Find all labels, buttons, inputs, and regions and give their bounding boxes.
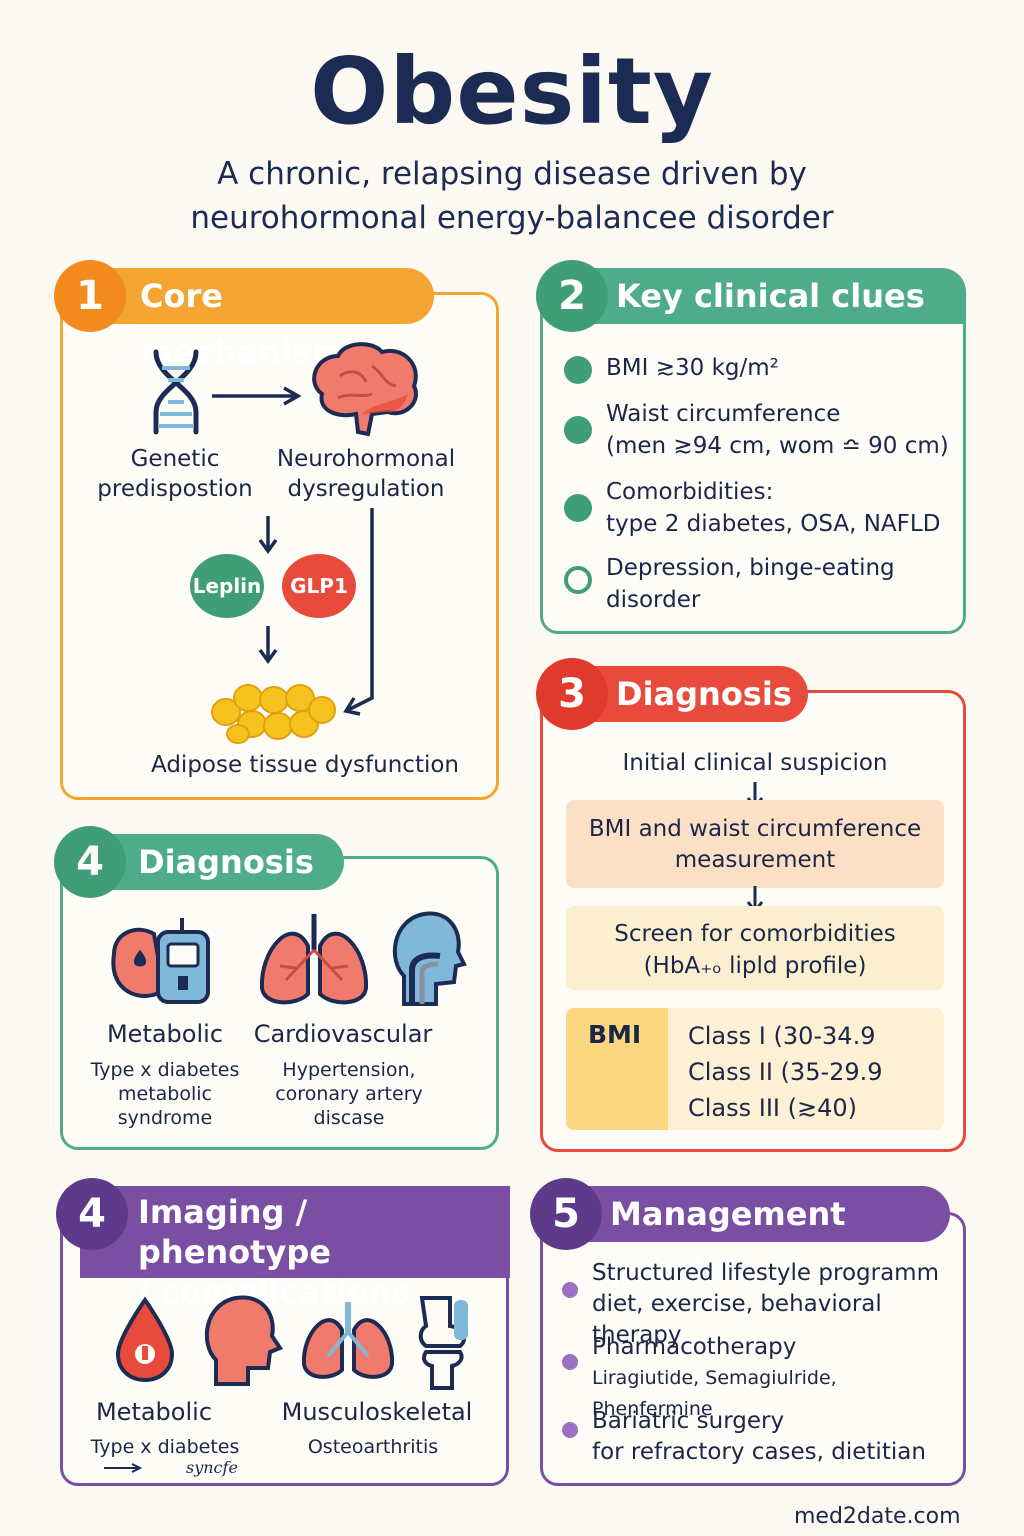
management-pharmacotherapy: Pharmacotherapy Liragiutide, Semagiulrid… — [592, 1334, 837, 1420]
metabolic-desc: Type x diabetes metabolic syndrome — [90, 1059, 240, 1129]
cardiovascular-label: Cardiovascular — [253, 1020, 433, 1048]
management-lifestyle: Structured lifestyle programm diet, exer… — [592, 1260, 939, 1348]
management-bariatric: Bariatric surgery for refractory cases, … — [592, 1408, 926, 1465]
brain-icon — [312, 342, 418, 437]
leptin-badge: Leplin — [190, 554, 264, 618]
initial-suspicion-step: Initial clinical suspicion — [622, 750, 888, 776]
bullet-icon — [562, 1282, 578, 1298]
clue-comorbidities: Comorbidities: type 2 diabetes, OSA, NAF… — [606, 479, 941, 537]
scribble-arrow-icon — [104, 1463, 143, 1473]
scribble-text: syncfe — [186, 1458, 238, 1477]
head-profile-icon — [204, 1295, 284, 1386]
core-mechanism-header: Core mechanism — [90, 268, 434, 371]
bullet-icon — [562, 1354, 578, 1370]
arrow-long-icon — [343, 508, 374, 716]
management-card — [540, 1212, 966, 1486]
knee-joint-icon — [418, 1296, 468, 1390]
clinical-clues-header: Key clinical clues — [570, 268, 966, 324]
glp1-badge: GLP1 — [282, 554, 356, 618]
musculoskeletal-label: Musculoskeletal — [281, 1398, 473, 1426]
clue-bmi: BMI ≳30 kg/m² — [606, 355, 779, 381]
metabolic-label: Metabolic — [95, 1398, 213, 1426]
arrow-down-icon — [258, 626, 278, 664]
lungs-icon — [301, 1302, 395, 1379]
arrow-right-icon — [212, 386, 302, 406]
dna-icon — [153, 349, 199, 435]
clue-icon-scale — [564, 356, 592, 384]
bmi-label-cell: BMI — [566, 1008, 668, 1130]
section-number-badge: 4 — [56, 1178, 128, 1250]
musculoskeletal-desc: Osteoarthritis — [307, 1436, 439, 1458]
footer-link[interactable]: med2date.com — [794, 1504, 961, 1529]
diagnosis-flow-header: Diagnosis — [570, 666, 808, 722]
metabolic-label: Metabolic — [106, 1020, 224, 1048]
clue-depression: Depression, binge-eating disorder — [606, 555, 895, 613]
adipose-tissue-label: Adipose tissue dysfunction — [151, 752, 459, 778]
cardiovascular-desc: Hypertension, coronary artery discase — [275, 1059, 423, 1129]
lungs-icon — [259, 914, 369, 1005]
management-header: Management pearls — [576, 1186, 950, 1289]
section-number-badge: 5 — [530, 1178, 602, 1250]
comorbidity-screen-step: Screen for comorbidities (HbA₊ₒ lipld pr… — [566, 906, 944, 990]
clinical-clues-card — [540, 290, 966, 634]
page-title: Obesity — [310, 38, 714, 145]
clue-waist: Waist circumference (men ≳94 cm, wom ≏ 9… — [606, 401, 949, 459]
neurohormonal-dysregulation-label: Neurohormonal dysregulation — [276, 446, 456, 502]
section-number-badge: 1 — [54, 260, 126, 332]
head-airway-icon — [392, 911, 467, 1006]
blood-drop-icon — [115, 1296, 175, 1383]
complications-header: Imaging / phenotype / complications — [80, 1186, 510, 1311]
diagnosis-organ-header: Diagnosis — [90, 834, 344, 890]
adipose-cells-icon — [211, 684, 336, 744]
liver-glucometer-icon — [111, 918, 210, 1004]
section-number-badge: 3 — [536, 658, 608, 730]
metabolic-desc: Type x diabetes — [90, 1436, 240, 1458]
arrow-down-icon — [258, 516, 278, 554]
bullet-icon — [562, 1422, 578, 1438]
bmi-classes: Class I (30-34.9 Class II (35-29.9 Class… — [688, 1022, 883, 1122]
clue-icon-organ — [564, 494, 592, 522]
section-number-badge: 2 — [536, 260, 608, 332]
page-subtitle: A chronic, relapsing disease driven by n… — [190, 156, 834, 236]
section-number-badge: 4 — [54, 826, 126, 898]
clue-icon-mind — [564, 566, 592, 594]
genetic-predisposition-label: Genetic predispostion — [97, 446, 253, 502]
clue-icon-tape — [564, 416, 592, 444]
measurement-step: BMI and waist circumference measurement — [566, 800, 944, 888]
